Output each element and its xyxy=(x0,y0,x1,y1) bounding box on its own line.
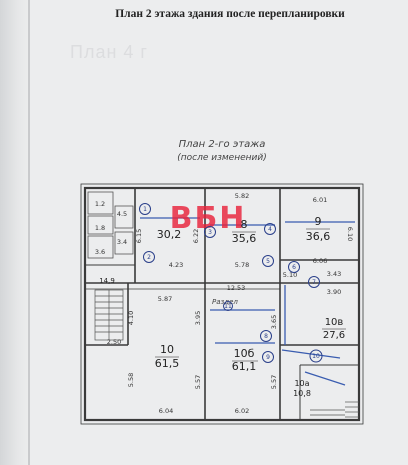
circled-markers xyxy=(139,203,323,363)
dim-3-65: 3.65 xyxy=(270,315,278,329)
room-stair-area: 14,9 xyxy=(99,277,115,285)
dim-6-15: 6.15 xyxy=(135,229,143,243)
marker-7: 7 xyxy=(312,279,316,286)
room-10v-number: 10в xyxy=(325,317,344,328)
dim-6-04: 6.04 xyxy=(159,407,173,415)
dim-4-5: 4.5 xyxy=(117,210,127,218)
marker-10: 10 xyxy=(312,353,320,360)
document-title: План 2 этажа здания после перепланировки xyxy=(115,8,345,20)
dim-5-82: 5.82 xyxy=(235,192,249,200)
dim-5-78: 5.78 xyxy=(235,261,249,269)
room-7-area: 30,2 xyxy=(157,228,182,241)
dim-1-8: 1.8 xyxy=(95,224,105,232)
room-8-number: 8 xyxy=(241,218,248,231)
dim-5-58: 5.58 xyxy=(127,373,135,387)
marker-9: 9 xyxy=(266,354,270,361)
dim-5-57-a: 5.57 xyxy=(194,375,202,389)
stairwell-right xyxy=(310,401,359,418)
outer-walls xyxy=(80,183,364,425)
binder-line xyxy=(28,0,30,465)
dim-4-10: 4.10 xyxy=(127,311,135,325)
room-10-number: 10 xyxy=(160,343,174,356)
dim-1-2: 1.2 xyxy=(95,200,105,208)
stairwell-left xyxy=(94,289,124,341)
dim-12-53: 12.53 xyxy=(227,284,246,292)
dim-2-50: 2.50 xyxy=(107,338,121,346)
bleed-through-text: План 4 г xyxy=(70,42,148,62)
marker-6: 6 xyxy=(292,264,296,271)
room-labels: 9 36,6 8 35,6 30,2 10 61,5 10б 61,1 10в … xyxy=(99,215,346,398)
dim-3-4: 3.4 xyxy=(117,238,127,246)
room-10a-number: 10а xyxy=(294,379,309,388)
room-10a-area: 10,8 xyxy=(293,389,311,398)
dim-3-6: 3.6 xyxy=(95,248,105,256)
room-9-area: 36,6 xyxy=(306,230,331,243)
plan-title: План 2-го этажа xyxy=(179,139,266,150)
marker-11: 11 xyxy=(224,303,232,310)
room-10b-area: 61,1 xyxy=(232,360,257,373)
room-10-area: 61,5 xyxy=(155,357,180,370)
room-8-area: 35,6 xyxy=(232,232,257,245)
binder-edge xyxy=(0,0,30,465)
plan-subtitle: (после изменений) xyxy=(177,153,266,163)
interior-walls xyxy=(85,188,359,420)
marker-4: 4 xyxy=(268,226,272,233)
marker-2: 2 xyxy=(147,254,151,261)
marker-1: 1 xyxy=(143,206,147,213)
dim-5-10: 5.10 xyxy=(283,271,297,279)
dim-6-22: 6.22 xyxy=(192,229,200,243)
dim-3-90: 3.90 xyxy=(327,288,341,296)
dim-5-87: 5.87 xyxy=(158,295,172,303)
dim-3-95: 3.95 xyxy=(194,311,202,325)
dim-6-02: 6.02 xyxy=(235,407,249,415)
room-9-number: 9 xyxy=(315,215,322,228)
small-rooms xyxy=(87,191,134,259)
room-10b-number: 10б xyxy=(234,347,255,360)
dim-6-10: 6.10 xyxy=(346,227,354,241)
marker-3: 3 xyxy=(208,229,212,236)
room-10v-area: 27,6 xyxy=(323,330,345,341)
dim-3-43: 3.43 xyxy=(327,270,341,278)
dimension-labels: 6.01 5.82 6.10 6.15 6.22 6.06 5.78 4.23 … xyxy=(95,192,354,415)
marker-8: 8 xyxy=(264,333,268,340)
partition-marks xyxy=(140,217,355,386)
circled-marker-numbers: 1 2 3 4 5 6 7 8 9 10 11 xyxy=(143,206,320,361)
dim-5-57-b: 5.57 xyxy=(270,375,278,389)
watermark-logo: ВБН xyxy=(170,201,247,236)
dim-4-23: 4.23 xyxy=(169,261,183,269)
dim-6-06: 6.06 xyxy=(313,257,327,265)
marker-5: 5 xyxy=(266,258,270,265)
dim-6-01: 6.01 xyxy=(313,196,327,204)
